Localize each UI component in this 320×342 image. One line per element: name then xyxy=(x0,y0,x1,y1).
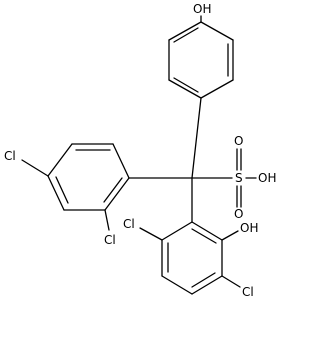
left-ring-para-cl-label: Cl xyxy=(4,149,16,163)
bottom-dichlorohydroxyphenyl-ring xyxy=(161,221,223,295)
bottom-ring-meta-cl-label: Cl xyxy=(242,285,254,299)
left-ring-para-cl-bond xyxy=(21,159,49,177)
bottom-ring-ortho-cl-label: Cl xyxy=(123,217,135,231)
left-ring-ortho-cl-label: Cl xyxy=(104,233,116,247)
bottom-ring-oh-bond xyxy=(221,230,239,241)
sulfonic-oh-label: OH xyxy=(258,171,276,185)
left-dichlorophenyl-ring xyxy=(47,143,130,211)
bottom-ring-oh-label: OH xyxy=(240,221,258,235)
bottom-ring-ortho-cl-bond xyxy=(139,227,163,241)
chemical-structure-diagram: OH S O O OH Cl Cl xyxy=(4,2,276,299)
sulfonic-sulfur-label: S xyxy=(235,171,243,185)
left-ring-ortho-cl-bond xyxy=(104,209,110,231)
bottom-ring-meta-cl-bond xyxy=(221,275,241,288)
top-phenol-oh-label: OH xyxy=(193,2,211,16)
sulfonic-oxygen-lower-label: O xyxy=(234,207,243,221)
sulfonic-oxygen-upper-label: O xyxy=(234,134,243,148)
top-ring-to-center-bond xyxy=(191,97,202,179)
top-phenol-ring xyxy=(168,21,234,99)
